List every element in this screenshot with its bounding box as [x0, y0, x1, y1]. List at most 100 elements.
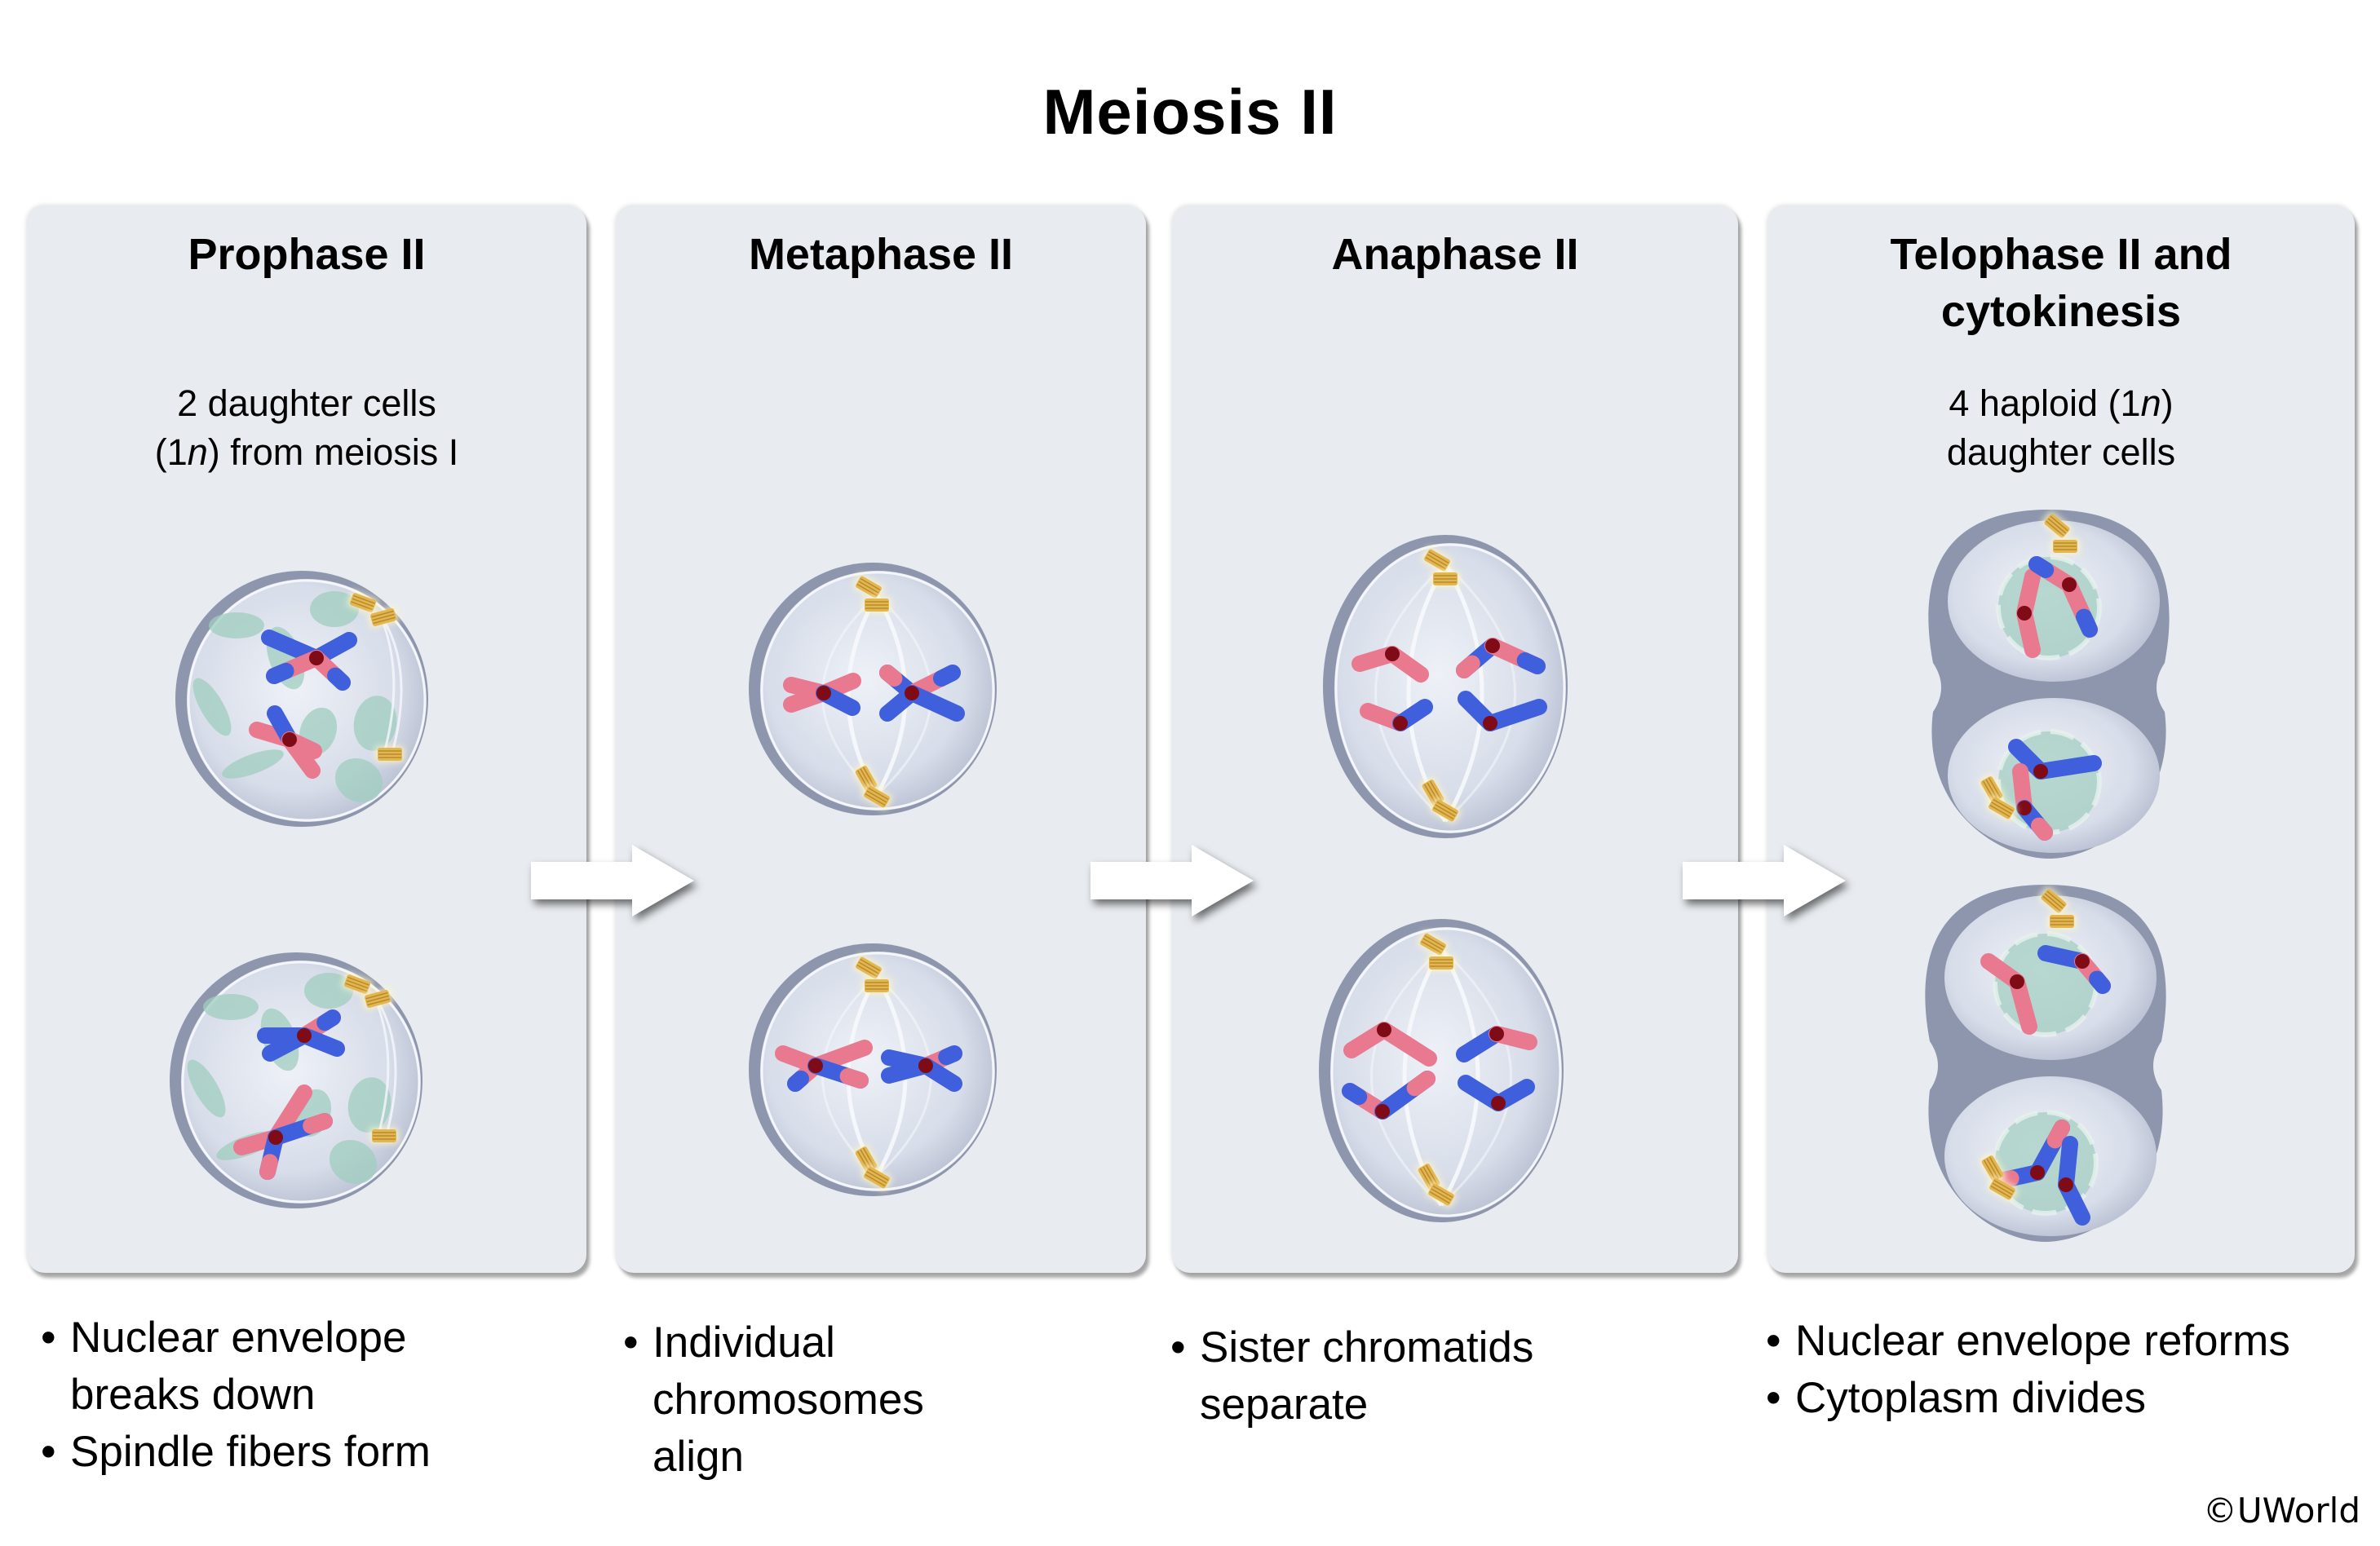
centriole — [341, 972, 374, 996]
chromatid-tip — [2028, 556, 2055, 578]
chromosome — [879, 665, 965, 722]
centriole — [2042, 511, 2073, 541]
chromatid — [2008, 739, 2102, 780]
centromere — [2062, 577, 2077, 592]
centriole — [1417, 930, 1449, 958]
centromere — [297, 1028, 312, 1043]
centromere — [1485, 638, 1500, 653]
chromatid-tip — [2089, 970, 2111, 994]
centriole — [1431, 571, 1460, 587]
subtitle-italic: n — [187, 431, 208, 473]
anaphase-bullets: Sister chromatids separate — [1170, 1319, 1627, 1433]
arrow-right-icon — [1683, 845, 1846, 917]
chromatid-arm — [1376, 1022, 1437, 1067]
bullet-item: Individual chromosomes align — [623, 1314, 979, 1486]
chromatid-tip — [2076, 608, 2098, 638]
chromatid — [1456, 638, 1546, 678]
cytoplasm — [760, 571, 995, 811]
chromosome — [233, 1084, 333, 1180]
heading-line: Telophase II and — [1890, 230, 2232, 279]
membrane-highlight — [760, 952, 995, 1191]
arrow-right-icon — [531, 845, 694, 917]
cell — [170, 952, 422, 1208]
membrane-highlight — [181, 961, 421, 1204]
chromatid-tip — [1456, 655, 1480, 678]
nuclear-envelope-fragment — [209, 612, 264, 638]
panel-heading: Telophase II and cytokinesis — [1767, 226, 2355, 340]
centromere — [268, 1130, 283, 1145]
prophase-bullets: Nuclear envelope breaks down Spindle fib… — [41, 1310, 530, 1481]
spindle-fiber — [372, 994, 397, 1138]
centriole — [369, 1128, 399, 1144]
panel-subtitle: 4 haploid (1n) daughter cells — [1767, 379, 2355, 477]
membrane-highlight — [1330, 927, 1562, 1217]
centriole — [2050, 538, 2080, 554]
subtitle-text: ) — [2161, 382, 2174, 424]
subtitle-text: 4 haploid (1 — [1949, 382, 2141, 424]
centromere — [905, 686, 919, 700]
nuclear-envelope-fragment — [310, 591, 359, 627]
chromatid-tip — [316, 1009, 341, 1031]
centriole — [860, 783, 893, 811]
centromere — [2033, 764, 2048, 779]
chromatid — [2058, 1136, 2090, 1226]
panel-prophase-ii: Prophase II 2 daughter cells (1n) from m… — [27, 206, 586, 1273]
chromatid — [1980, 953, 2037, 1035]
chromosome — [783, 673, 861, 716]
bullet-item: Spindle fibers form — [41, 1424, 530, 1481]
centriole — [2047, 913, 2077, 930]
subtitle-line: 2 daughter cells — [177, 382, 436, 424]
centriole — [852, 954, 885, 982]
chromatid — [1360, 699, 1433, 731]
centromere — [2017, 606, 2032, 621]
anaphase-illustration — [1319, 535, 1568, 1222]
nuclear-envelope-fragment — [192, 678, 232, 736]
chromatid-tip — [879, 665, 903, 687]
chromatid-tip — [259, 1154, 278, 1180]
chromatid — [2012, 763, 2053, 841]
chromatid-tip — [839, 1067, 869, 1089]
centromere — [2030, 1165, 2045, 1180]
chromosome — [257, 1009, 345, 1062]
panel-anaphase-ii: Anaphase II — [1172, 206, 1738, 1273]
centromere — [1377, 1023, 1391, 1037]
centriole — [2038, 886, 2069, 916]
centriole — [862, 978, 891, 994]
centriole — [1425, 1181, 1458, 1208]
centriole — [852, 573, 885, 601]
chromatid — [1343, 1022, 1437, 1067]
chromatid — [1351, 646, 1429, 682]
copyright-notice: ©UWorld — [2202, 1491, 2360, 1531]
spindle-fiber — [1443, 563, 1484, 823]
diagram-title: Meiosis II — [1042, 76, 1338, 148]
centromere — [2017, 801, 2032, 815]
centriole — [1985, 794, 2018, 822]
chromatid — [2016, 568, 2041, 658]
cell — [1323, 535, 1568, 838]
chromosome — [261, 629, 357, 691]
nuclear-envelope-fragment — [353, 696, 397, 751]
centriole — [1421, 546, 1453, 574]
cell — [175, 571, 428, 827]
spindle-fiber — [1440, 947, 1512, 1207]
chromatid — [1342, 1071, 1436, 1120]
bullet-item: Sister chromatids separate — [1170, 1319, 1583, 1433]
centromere — [1489, 1027, 1504, 1041]
chromatid-tip — [327, 667, 351, 691]
nuclear-envelope-fragment — [187, 1059, 226, 1118]
panel-metaphase-ii: Metaphase II — [616, 206, 1146, 1273]
centromere — [2075, 954, 2090, 969]
membrane-highlight — [760, 571, 995, 811]
centromere — [1385, 647, 1400, 661]
spindle-fiber — [1444, 563, 1516, 823]
centromere — [2010, 974, 2024, 989]
nuclear-envelope-fragment — [203, 994, 259, 1020]
chromatid — [1458, 691, 1547, 731]
telophase-illustration — [1925, 510, 2170, 1242]
metaphase-bullets: Individual chromosomes align — [623, 1314, 1080, 1486]
nuclear-envelope — [1996, 554, 2102, 660]
bullet-item: Cytoplasm divides — [1766, 1370, 2369, 1427]
spindle-fiber — [378, 612, 403, 757]
panel-heading: Prophase II — [188, 230, 426, 279]
panel-heading: Anaphase II — [1331, 230, 1579, 279]
